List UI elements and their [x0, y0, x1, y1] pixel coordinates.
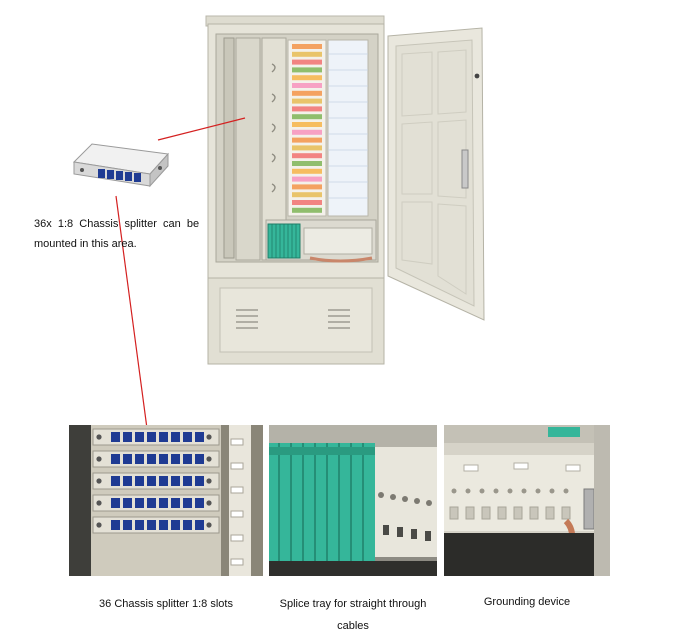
caption-grounding-device: Grounding device: [483, 596, 571, 608]
note-line-2: mounted in this area.: [34, 238, 137, 250]
splice-tray-photo: [269, 425, 437, 576]
note-line-1: 36x 1:8 Chassis splitter can be: [34, 218, 200, 230]
cabinet-illustration: [200, 14, 490, 370]
caption-splice-tray-line-2: cables: [337, 620, 369, 632]
chassis-splitter-image: [70, 140, 170, 190]
splitter-area-note: 36x 1:8 Chassis splitter can be mounted …: [34, 214, 200, 254]
grounding-device-photo: [444, 425, 610, 576]
caption-splitter-slots: 36 Chassis splitter 1:8 slots: [99, 598, 233, 610]
splitter-slots-photo: [69, 425, 263, 576]
caption-splice-tray: Splice tray for straight through cables: [260, 593, 446, 637]
caption-splice-tray-line-1: Splice tray for straight through: [279, 598, 427, 610]
